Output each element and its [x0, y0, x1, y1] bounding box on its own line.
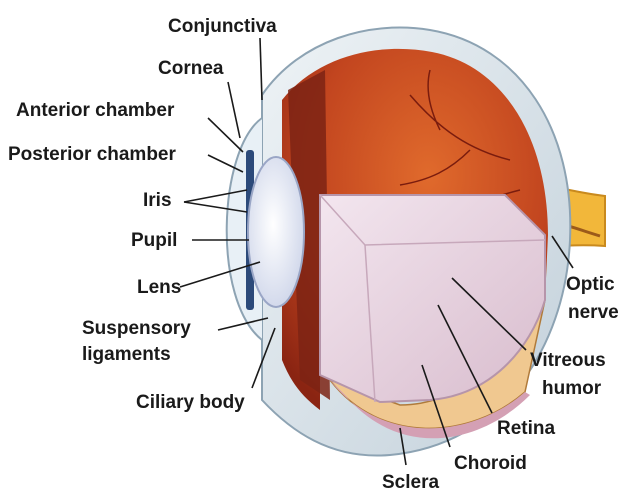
label-retina: Retina	[497, 418, 556, 439]
label-suspensory-line1: Suspensory	[82, 318, 191, 339]
label-vitreous-line2: humor	[542, 378, 602, 399]
label-sclera: Sclera	[382, 472, 439, 493]
label-optic-line1: Optic	[566, 274, 615, 295]
label-choroid: Choroid	[454, 453, 527, 474]
label-cornea: Cornea	[158, 58, 224, 79]
label-optic-line2: nerve	[568, 302, 619, 323]
label-pupil: Pupil	[131, 230, 177, 251]
label-vitreous-line1: Vitreous	[530, 350, 606, 371]
label-suspensory-line2: ligaments	[82, 344, 171, 365]
label-posterior-chamber: Posterior chamber	[8, 144, 176, 165]
label-lens: Lens	[137, 277, 181, 298]
label-ciliary-body: Ciliary body	[136, 392, 245, 413]
label-conjunctiva: Conjunctiva	[168, 16, 277, 37]
label-anterior-chamber: Anterior chamber	[16, 100, 175, 121]
label-iris: Iris	[143, 190, 172, 211]
